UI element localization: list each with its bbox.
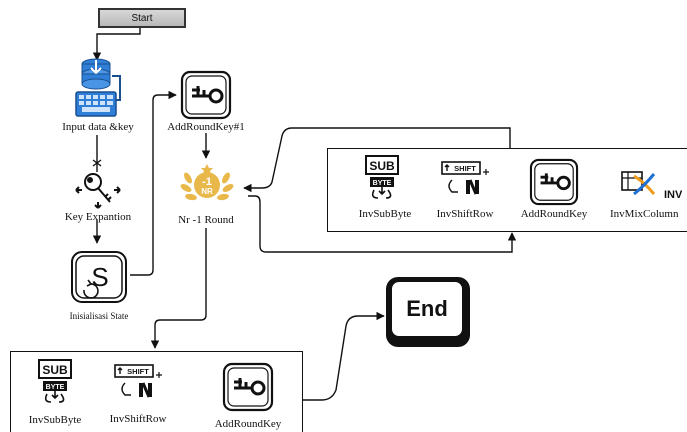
final-inv-shift-row-label: InvShiftRow (109, 413, 167, 425)
key-expansion-label: Key Expantion (64, 211, 132, 223)
round-inv-mix-column-label: InvMixColumn (610, 208, 679, 220)
nr-badge-text: NR (201, 187, 213, 196)
shift-text: SHIFT (454, 164, 476, 173)
init-state-label: Inisialisasi State (69, 311, 129, 321)
byte-text: BYTE (373, 180, 392, 187)
nr-round-label: Nr -1 Round (178, 214, 234, 226)
end-label: End (390, 280, 464, 338)
state-icon: S (71, 251, 127, 303)
inv-shift-row-icon: SHIFT (441, 161, 489, 195)
sub-text: SUB (369, 159, 395, 173)
inv-text: INV (664, 189, 683, 201)
final-add-round-key-label: AddRoundKey (214, 418, 282, 430)
inv-sub-byte-icon: SUB BYTE (365, 155, 399, 199)
input-data-label: Input data &key (62, 121, 134, 133)
round-add-round-key-label: AddRoundKey (520, 208, 588, 220)
round-inv-sub-byte-label: InvSubByte (358, 208, 412, 220)
round-inv-shift-row-label: InvShiftRow (436, 208, 494, 220)
final-inv-sub-byte-label: InvSubByte (28, 414, 82, 426)
final-add-round-key-icon (222, 362, 274, 412)
start-label: Start (131, 12, 153, 24)
laurel-badge-icon: -1 NR (180, 164, 234, 201)
inv-mix-column-icon: INV (621, 171, 683, 201)
final-inv-sub-byte-icon: SUB BYTE (38, 359, 72, 403)
state-letter: S (91, 262, 108, 292)
keyboard-database-icon (75, 58, 121, 117)
final-byte-text: BYTE (46, 384, 65, 391)
add-round-key-1-label: AddRoundKey#1 (167, 121, 245, 133)
final-shift-text: SHIFT (127, 367, 149, 376)
final-inv-shift-row-icon: SHIFT (114, 364, 162, 398)
nr-badge-number: -1 (202, 176, 212, 188)
key-expansion-icon (75, 173, 121, 209)
add-round-key-icon (529, 158, 579, 206)
add-round-key-1-icon (180, 70, 232, 120)
end-node[interactable]: End (386, 277, 470, 347)
final-sub-text: SUB (42, 363, 68, 377)
start-node[interactable]: Start (98, 8, 186, 28)
